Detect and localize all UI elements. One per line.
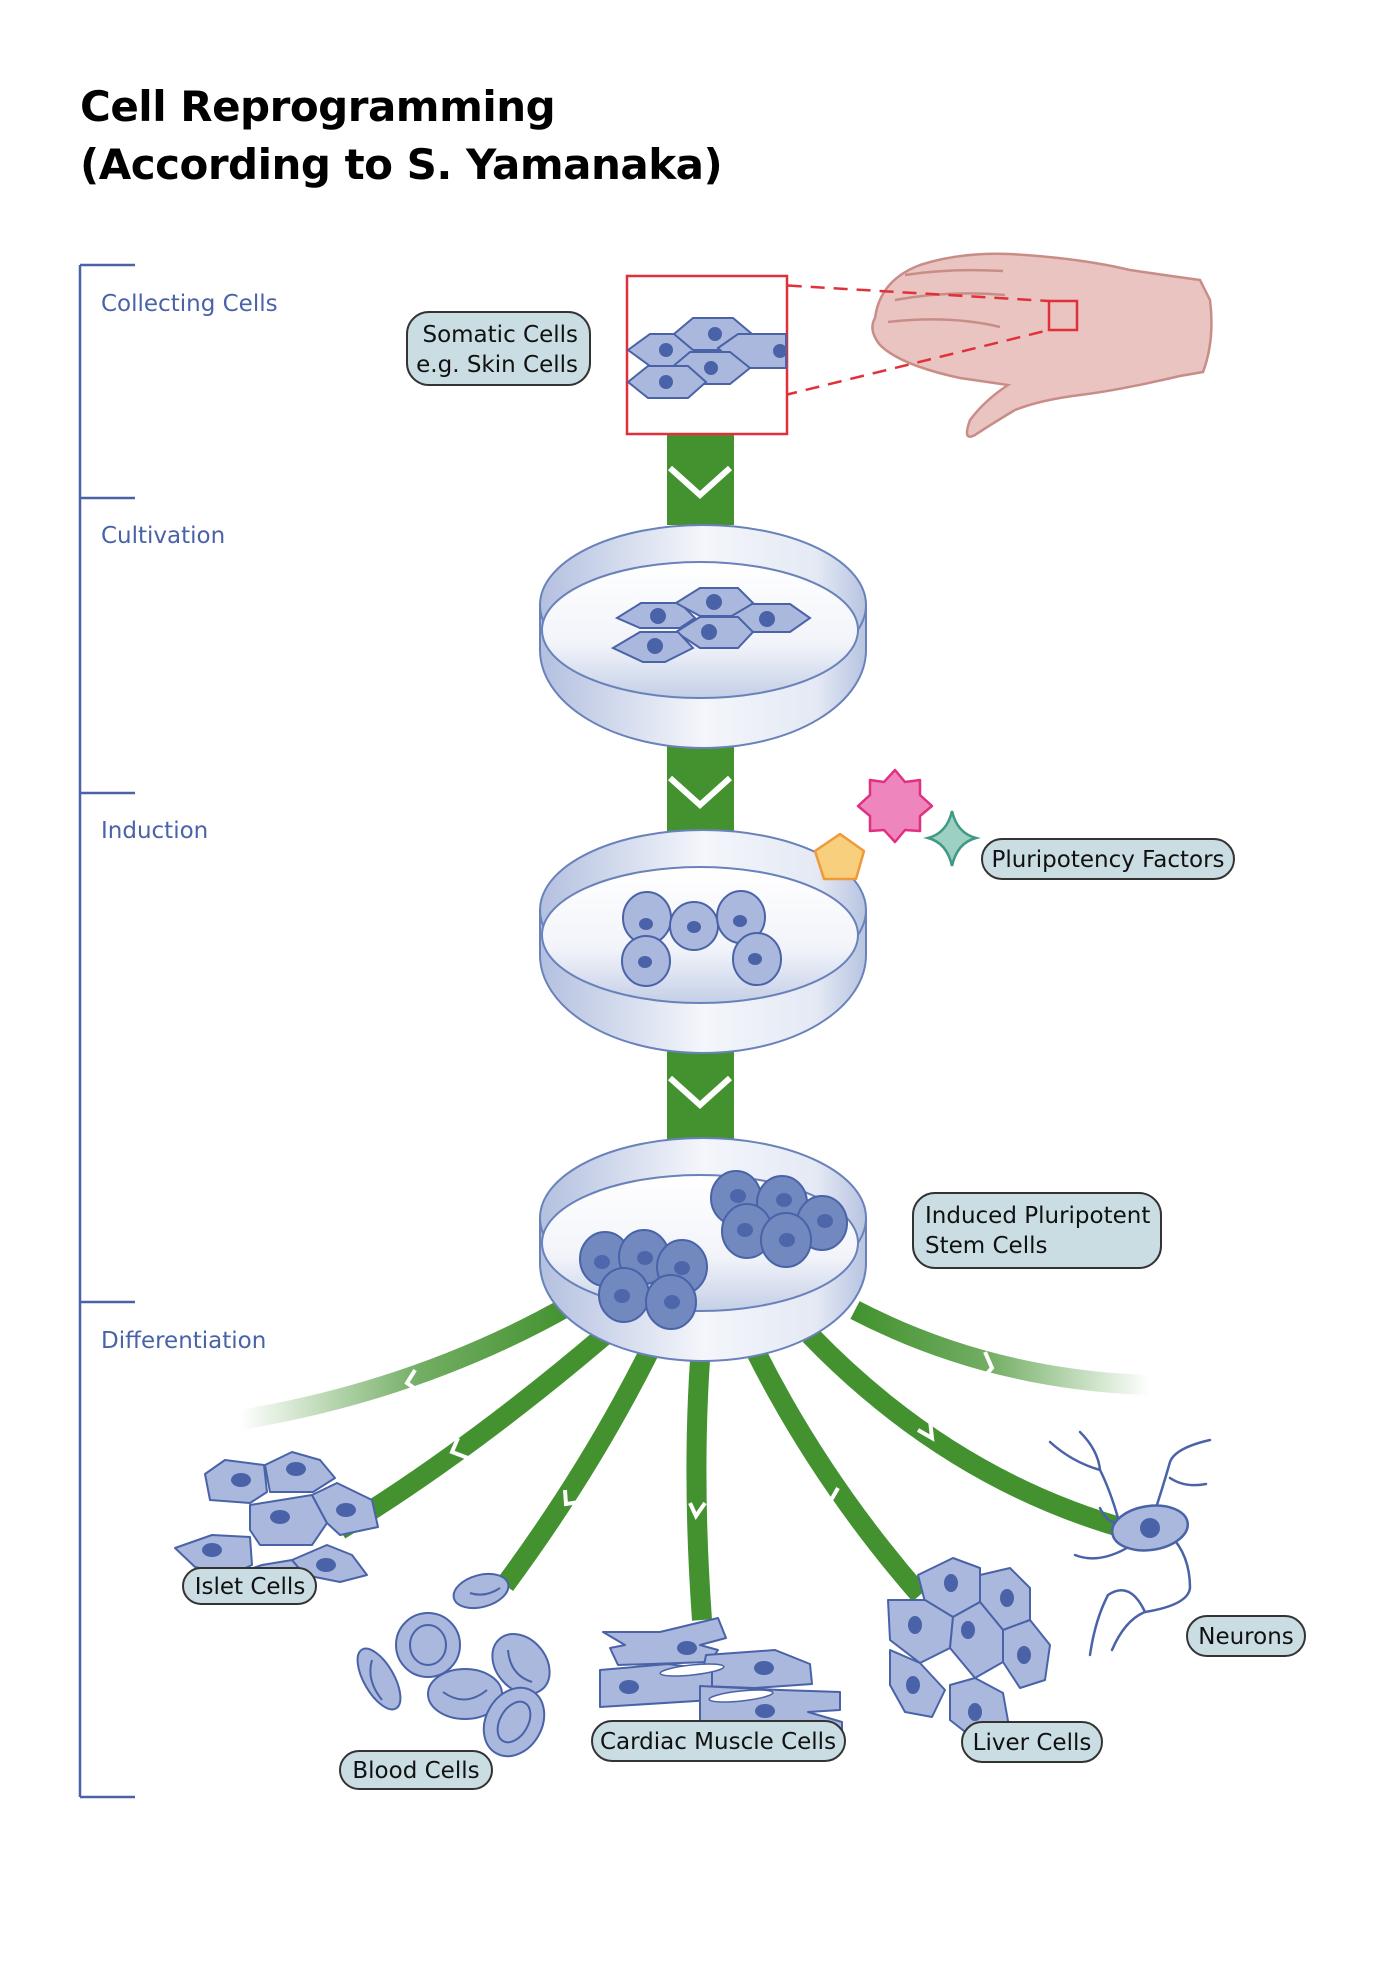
cardiac-muscle-cells-label: Cardiac Muscle Cells	[591, 1720, 846, 1762]
somatic-label-line-1: Somatic Cells	[422, 322, 578, 348]
petri-dish-cultivation	[539, 524, 867, 749]
ipsc-colony-left	[579, 1229, 708, 1330]
branch-fade-right	[850, 1301, 1151, 1395]
blood-cells-text: Blood Cells	[352, 1758, 479, 1784]
neurons-label: Neurons	[1186, 1615, 1306, 1657]
branch-cardiac	[686, 1359, 712, 1621]
skin-cells-zoom-box	[625, 274, 789, 436]
islet-cells-text: Islet Cells	[195, 1574, 306, 1600]
cardiac-nuclei	[619, 1641, 775, 1718]
branch-chevrons	[404, 1351, 995, 1521]
liver-nuclei	[906, 1574, 1031, 1721]
neurons-text: Neurons	[1198, 1624, 1294, 1650]
cardiac-muscle-cells	[599, 1617, 843, 1736]
somatic-cells-label: Somatic Cells e.g. Skin Cells	[406, 311, 591, 386]
stage-cultivation: Cultivation	[101, 523, 225, 549]
pluripotency-factor-pink	[856, 768, 934, 844]
stage-differentiation: Differentiation	[101, 1328, 266, 1354]
title-line-2: (According to S. Yamanaka)	[80, 140, 723, 189]
hand-illustration	[871, 252, 1213, 438]
pluripotency-factors-label: Pluripotency Factors	[981, 838, 1235, 880]
liver-cells-label: Liver Cells	[961, 1721, 1103, 1763]
stage-collecting-cells: Collecting Cells	[101, 291, 278, 317]
branch-liver	[746, 1345, 928, 1602]
pluripotency-factor-teal	[923, 810, 981, 867]
petri-dish-induction	[539, 829, 867, 1054]
islet-cells-label: Islet Cells	[182, 1567, 317, 1605]
pluripotency-factors-text: Pluripotency Factors	[991, 847, 1224, 873]
stage-induction: Induction	[101, 818, 208, 844]
ipsc-label-line-1: Induced Pluripotent	[925, 1203, 1150, 1229]
pluripotency-factor-orange	[813, 832, 866, 881]
stage-bracket	[78, 263, 135, 1799]
ipsc-label: Induced Pluripotent Stem Cells	[912, 1192, 1162, 1269]
cardiac-muscle-cells-text: Cardiac Muscle Cells	[600, 1729, 836, 1755]
somatic-label-line-2: e.g. Skin Cells	[416, 352, 578, 378]
cardiac-intercalated-gaps	[659, 1663, 774, 1703]
ipsc-label-line-2: Stem Cells	[925, 1233, 1047, 1259]
petri-dish-ipsc	[539, 1137, 867, 1362]
flow-arrow-1	[667, 435, 734, 525]
blood-cells	[356, 1572, 551, 1758]
branch-blood	[496, 1345, 659, 1591]
title-line-1: Cell Reprogramming	[80, 82, 556, 131]
blood-cells-label: Blood Cells	[339, 1750, 493, 1790]
neuron	[1048, 1430, 1212, 1657]
skin-sample-marker	[1047, 299, 1079, 332]
liver-cells-text: Liver Cells	[973, 1730, 1092, 1756]
diagram-title: Cell Reprogramming (According to S. Yama…	[80, 78, 723, 194]
branch-neurons	[802, 1328, 1133, 1540]
